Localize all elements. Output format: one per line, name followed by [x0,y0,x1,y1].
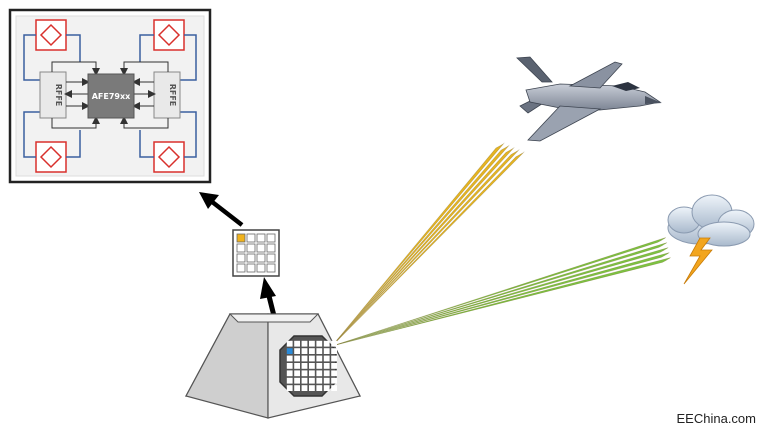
transceiver-block-diagram: RFFE RFFE AFE79xx [8,8,212,184]
antenna-cell [309,363,315,369]
antenna-cell [323,348,330,354]
antenna-cell [286,363,293,369]
weather-beam-lobe [331,247,669,347]
antenna-face-grid [286,340,337,391]
antenna-cell [316,348,323,354]
rffe-left-label: RFFE [54,84,63,107]
antenna-cell [323,370,330,377]
antenna-cell [286,340,293,347]
fighter-jet-icon [516,56,662,142]
rffe-right-label: RFFE [168,84,177,107]
antenna-cell [294,348,300,354]
antenna-cell [301,363,308,369]
antenna-cell [316,355,323,362]
arrow-head-to-block-diagram [199,192,219,209]
aircraft-beam-lobe [331,144,510,347]
antenna-cell [301,348,308,354]
tile-cell [266,263,276,273]
antenna-cell [286,385,293,391]
array-tile-module [232,229,280,277]
antenna-cell [301,377,308,384]
tile-cell [256,243,266,253]
tile-cell [236,253,246,263]
antenna-cell [316,370,323,377]
antenna-cell [309,340,315,347]
tile-cell [246,243,256,253]
antenna-cell [323,385,330,391]
antenna-cell [331,377,337,384]
aircraft-beam-lobe [331,149,520,347]
watermark-text: EEChina.com [677,411,756,426]
antenna-cell [331,348,337,354]
phased-array-antenna-face [279,335,337,397]
antenna-cell [286,377,293,384]
antenna-element-top-left [35,19,67,51]
aircraft-beam-lobe [331,142,505,347]
antenna-element-bottom-right [153,141,185,173]
antenna-cell [294,370,300,377]
tile-cell [266,253,276,263]
antenna-cell [309,355,315,362]
antenna-cell [331,340,337,347]
antenna-cell [309,377,315,384]
antenna-cell [301,355,308,362]
antenna-cell [286,370,293,377]
chip-label: AFE79xx [92,92,131,101]
antenna-element-top-right [153,19,185,51]
antenna-cell [309,385,315,391]
antenna-element-bottom-left [35,141,67,173]
antenna-cell [316,385,323,391]
tile-cell [236,243,246,253]
tile-cell [256,253,266,263]
antenna-cell [294,355,300,362]
antenna-cell [309,348,315,354]
tile-cell [236,263,246,273]
weather-beam-lobe [331,242,668,347]
aircraft-beam-lobe [331,151,525,347]
tile-cell [246,253,256,263]
antenna-cell [331,363,337,369]
antenna-cell [316,340,323,347]
aircraft-beam-lobe [331,146,515,347]
antenna-cell [286,355,293,362]
antenna-cell [323,340,330,347]
antenna-cell [323,377,330,384]
antenna-cell [309,370,315,377]
antenna-cell [301,385,308,391]
weather-beam-lobe [331,237,666,347]
storm-cloud-lightning-icon [667,194,755,285]
antenna-cell [294,340,300,347]
antenna-cell [301,340,308,347]
antenna-cell [294,377,300,384]
tile-cell [256,263,266,273]
array-tile-grid [236,233,276,273]
arrow-head-to-tile [260,277,276,299]
weather-beam-lobe [331,257,671,347]
rffe-block-right: RFFE [153,71,181,119]
antenna-cell [316,363,323,369]
tile-cell [246,233,256,243]
antenna-cell [323,355,330,362]
antenna-cell [301,370,308,377]
tile-cell [266,233,276,243]
weather-beam-lobe [331,252,670,347]
antenna-cell [316,377,323,384]
antenna-cell-active [286,348,293,354]
rffe-block-left: RFFE [39,71,67,119]
antenna-cell [294,385,300,391]
antenna-cell [323,363,330,369]
tile-cell-active [236,233,246,243]
tile-cell [266,243,276,253]
signal-arrows [51,61,169,129]
antenna-cell [331,385,337,391]
antenna-cell [331,355,337,362]
antenna-feed-lines [23,34,197,158]
afe-chip: AFE79xx [87,73,135,119]
antenna-cell [331,370,337,377]
antenna-cell [294,363,300,369]
radar-beams [331,142,671,347]
tile-cell [246,263,256,273]
tile-cell [256,233,266,243]
